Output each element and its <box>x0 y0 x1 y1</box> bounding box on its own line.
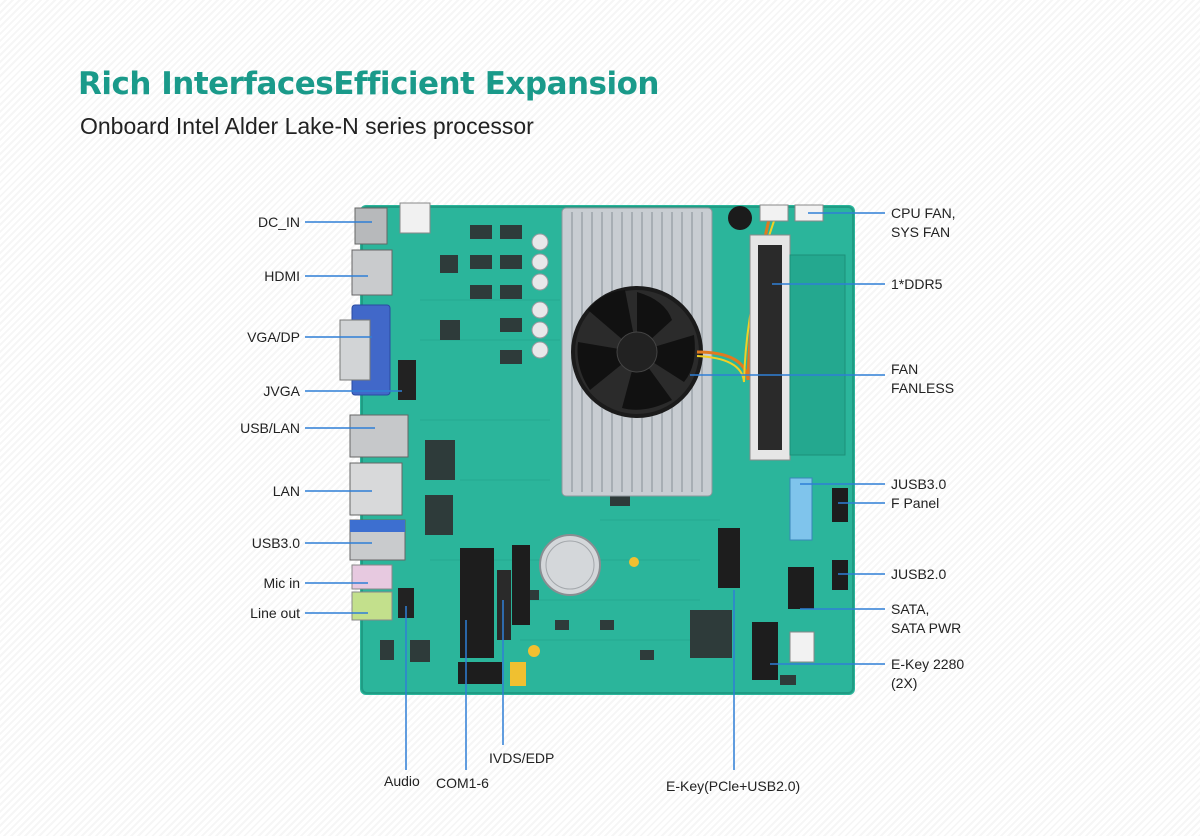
label-mic-in: Mic in <box>263 575 300 591</box>
label-ddr5: 1*DDR5 <box>891 276 943 292</box>
lvds-header <box>497 570 511 640</box>
usb-lan-port <box>349 414 409 458</box>
label-com: COM1-6 <box>436 775 489 791</box>
label-cpu-sys-fan: CPU FAN, SYS FAN <box>891 205 956 240</box>
cmos-battery <box>539 534 601 596</box>
jusb20-header <box>832 560 848 590</box>
dc-in-jack <box>354 207 388 245</box>
jvga-header <box>398 360 416 400</box>
page-title: Rich InterfacesEfficient Expansion <box>78 66 660 102</box>
label-line-out: Line out <box>250 605 300 621</box>
line-out-jack <box>351 591 393 621</box>
label-jusb20: JUSB2.0 <box>891 566 947 582</box>
hdmi-port <box>351 249 393 296</box>
label-hdmi: HDMI <box>264 268 300 284</box>
audio-header <box>398 588 414 618</box>
label-f-panel: F Panel <box>891 495 940 511</box>
m2-ekey-slot <box>718 528 740 588</box>
m2-2280-slot <box>752 622 778 680</box>
label-lvds-edp: IVDS/EDP <box>489 750 555 766</box>
cpu-fan-connector <box>759 204 789 222</box>
label-jusb30: JUSB3.0 <box>891 476 947 492</box>
label-usb-lan: USB/LAN <box>240 420 300 436</box>
mic-jack <box>351 564 393 590</box>
label-vga-dp: VGA/DP <box>247 329 300 345</box>
f-panel-header <box>832 488 848 522</box>
label-audio: Audio <box>384 773 420 789</box>
label-lan: LAN <box>272 483 300 499</box>
lan-port <box>349 462 403 516</box>
label-dc-in: DC_IN <box>257 214 300 230</box>
label-ekey-pcie: E-Key(PCle+USB2.0) <box>666 778 801 794</box>
label-fan-fanless: FAN FANLESS <box>891 361 955 396</box>
label-ekey-2280: E-Key 2280 (2X) <box>891 656 965 691</box>
sata-connector <box>788 567 814 609</box>
jusb30-header <box>789 477 813 541</box>
label-usb30: USB3.0 <box>251 535 300 551</box>
buzzer <box>728 206 752 230</box>
dip-switch <box>510 662 526 686</box>
power-connector <box>399 202 431 234</box>
sata-pwr-connector <box>789 631 815 663</box>
page-subtitle: Onboard Intel Alder Lake-N series proces… <box>80 113 534 139</box>
label-jvga: JVGA <box>263 383 300 399</box>
label-sata: SATA, SATA PWR <box>891 601 962 636</box>
